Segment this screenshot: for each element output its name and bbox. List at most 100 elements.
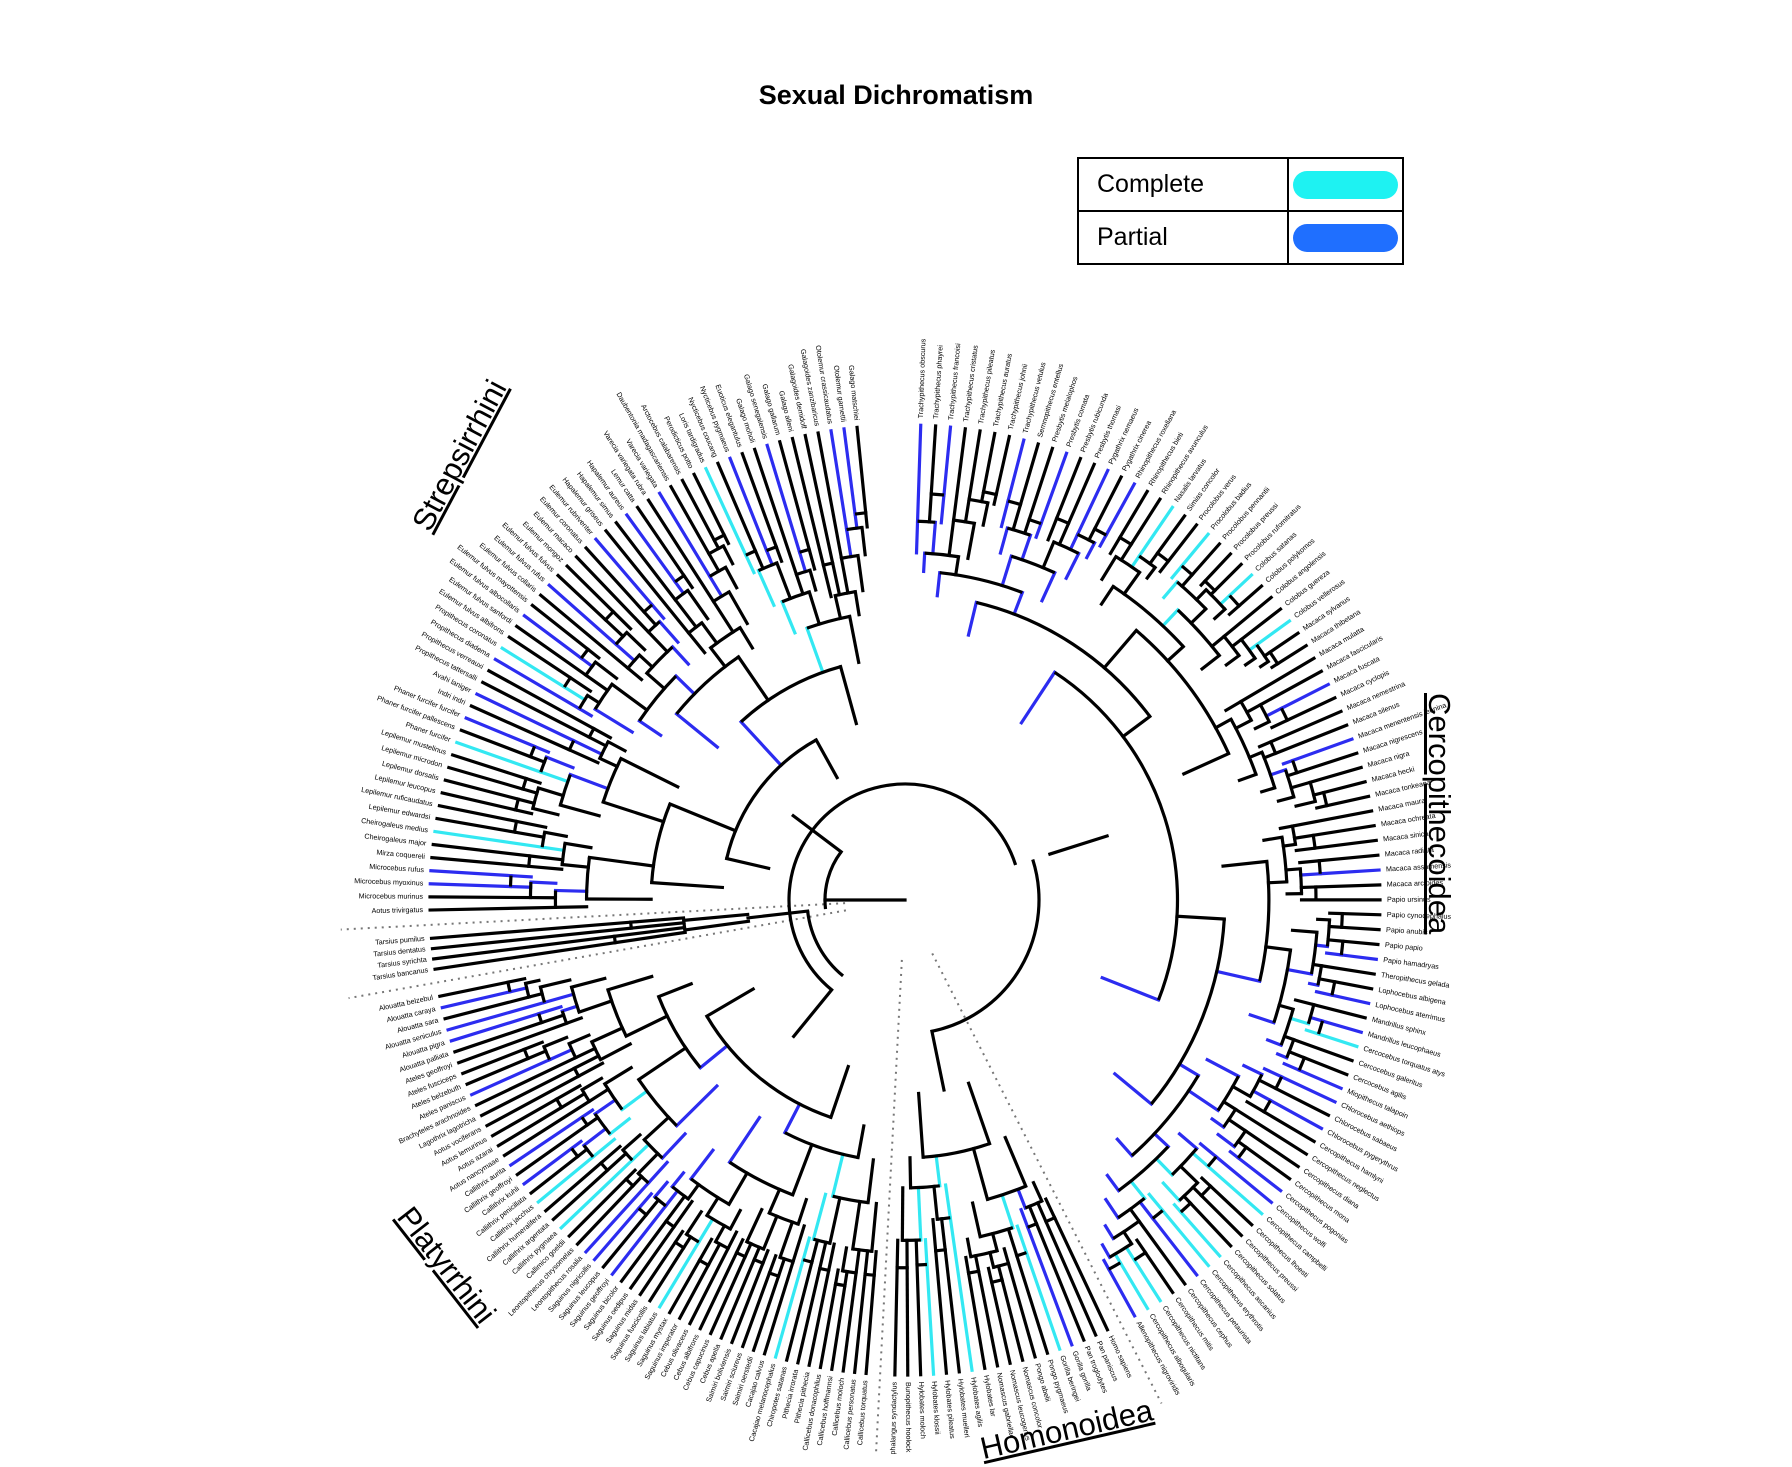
node-arc <box>523 779 526 790</box>
branch <box>1259 1080 1276 1089</box>
branch <box>1008 1229 1016 1256</box>
branch <box>639 1048 686 1080</box>
branch <box>1066 553 1078 578</box>
branch <box>1117 1139 1132 1155</box>
branch <box>1025 520 1029 534</box>
branch <box>541 772 568 781</box>
branch <box>1207 1060 1238 1077</box>
branch <box>445 997 529 1019</box>
node-arc <box>823 563 832 565</box>
branch <box>1017 1226 1026 1252</box>
branch <box>1296 848 1315 850</box>
branch <box>716 1226 725 1242</box>
branch <box>677 1086 717 1126</box>
branch <box>582 1078 601 1089</box>
branch <box>688 1185 698 1199</box>
branch <box>648 1162 667 1183</box>
node-arc <box>1231 719 1256 774</box>
branch <box>1215 609 1225 618</box>
branch <box>741 722 781 765</box>
branch <box>809 549 814 569</box>
node-arc <box>782 592 809 602</box>
branch <box>463 1049 525 1073</box>
branch <box>529 866 562 869</box>
branch <box>942 1219 946 1250</box>
branch <box>758 571 773 606</box>
tip-label: Papio hamadryas <box>1383 955 1440 971</box>
branch <box>576 1048 595 1057</box>
node-arc <box>1264 1100 1270 1111</box>
branch <box>556 907 587 908</box>
branch <box>1238 1158 1280 1191</box>
branch <box>764 1216 777 1249</box>
tip-label: Trachypithecus francoisi <box>946 342 962 420</box>
branch <box>613 612 630 629</box>
branch <box>1250 1015 1274 1023</box>
branch <box>1046 1222 1096 1335</box>
branch <box>1289 1052 1304 1058</box>
node-arc <box>1276 1077 1282 1089</box>
branch <box>918 1188 920 1240</box>
branch <box>1101 586 1113 604</box>
branch <box>969 1083 990 1143</box>
node-arc <box>1158 553 1169 561</box>
branch <box>855 1274 865 1372</box>
branch <box>1218 1135 1234 1147</box>
branch <box>895 1268 897 1375</box>
branch <box>1137 1240 1145 1252</box>
branch <box>572 978 605 987</box>
branch <box>587 1118 597 1125</box>
branch <box>843 1248 847 1271</box>
branch <box>467 1059 528 1085</box>
branch <box>659 984 691 997</box>
branch <box>1283 844 1295 846</box>
branch <box>1223 861 1267 866</box>
branch <box>1132 556 1139 567</box>
branch <box>1266 947 1291 950</box>
branch <box>818 433 841 558</box>
node-arc <box>1120 537 1131 544</box>
branch <box>1106 484 1134 535</box>
branch <box>1002 556 1011 585</box>
branch <box>1264 1112 1314 1142</box>
branch <box>700 1046 727 1068</box>
node-arc <box>605 612 613 620</box>
node-arc <box>1028 1224 1037 1227</box>
branch <box>929 494 931 522</box>
branch <box>800 552 806 571</box>
node-arc <box>911 1186 940 1188</box>
tip-label: Galago matschiei <box>847 365 862 422</box>
node-arc <box>971 1251 997 1257</box>
branch <box>754 1247 759 1259</box>
branch <box>1293 930 1317 932</box>
branch <box>685 921 749 930</box>
branch <box>1078 470 1108 534</box>
branch <box>529 994 542 997</box>
branch <box>670 804 736 831</box>
branch <box>1182 575 1192 586</box>
node-arc <box>700 1260 709 1265</box>
branch <box>564 687 584 700</box>
node-arc <box>675 576 684 582</box>
branch <box>944 427 951 495</box>
branch <box>1220 596 1229 605</box>
branch <box>1295 835 1314 838</box>
branch <box>990 1253 994 1268</box>
branch <box>1343 941 1378 944</box>
branch <box>1216 719 1231 728</box>
branch <box>684 576 692 588</box>
branch <box>785 1104 800 1133</box>
node-arc <box>1332 982 1335 995</box>
branch <box>1095 477 1122 529</box>
branch <box>798 1268 820 1362</box>
branch <box>1211 1186 1252 1225</box>
branch <box>740 628 752 648</box>
branch <box>1342 927 1379 929</box>
node-arc <box>767 547 777 551</box>
branch <box>1029 1206 1036 1223</box>
branch <box>833 563 840 595</box>
branch <box>1241 609 1280 639</box>
branch <box>694 474 724 535</box>
node-arc <box>540 987 544 1002</box>
branch <box>1180 1134 1197 1149</box>
